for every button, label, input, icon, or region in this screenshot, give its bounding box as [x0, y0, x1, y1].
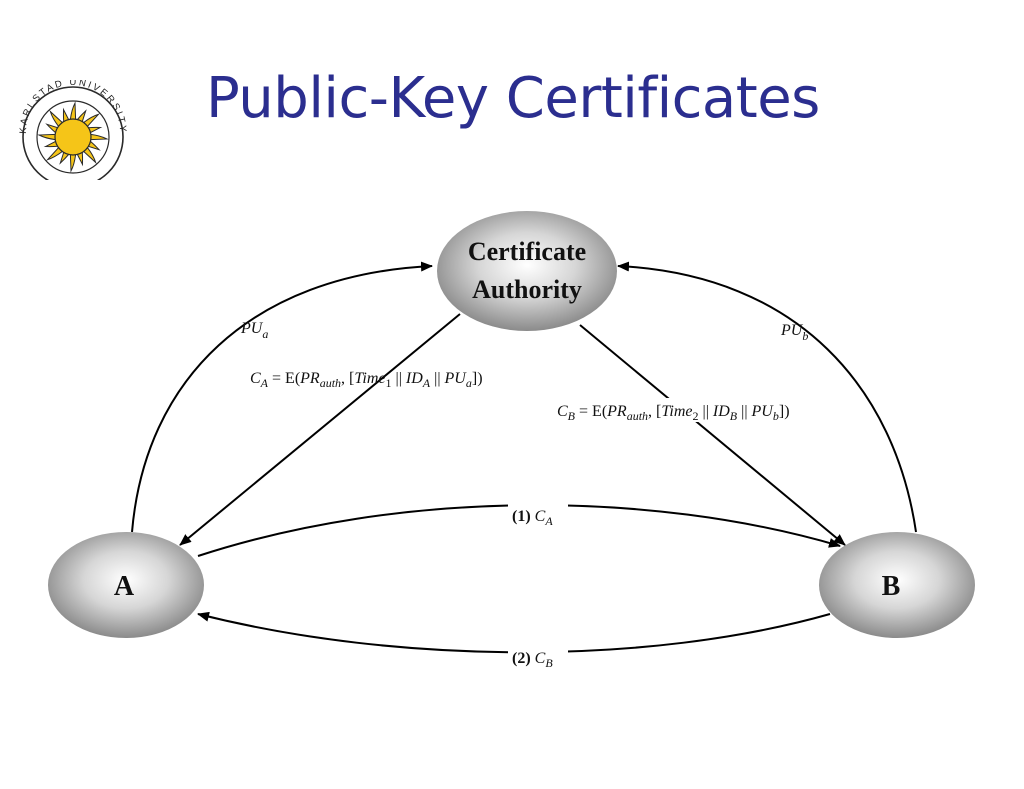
ca-label-line2: Authority [472, 275, 582, 304]
step2-label: (2) CB [512, 650, 553, 670]
sun-ray [37, 133, 56, 141]
sun-ray [59, 151, 70, 165]
arrow-ca-to-b-cert [579, 324, 846, 546]
sun-ray [76, 109, 87, 123]
node-b: B [819, 532, 975, 638]
arrow-ca-to-a-cert [179, 313, 461, 546]
pub-label: PUb [780, 322, 808, 343]
sun-icon [37, 101, 109, 173]
step1-label-bg [508, 503, 568, 527]
sun-ray [45, 123, 59, 134]
arrow-a-to-ca-pua [131, 261, 433, 533]
node-b-label: B [882, 571, 901, 602]
sun-ray [43, 140, 59, 148]
university-logo: KARLSTAD UNIVERSITY [18, 80, 126, 180]
sun-ray [82, 146, 97, 164]
arrow-b-to-ca-pub [617, 261, 917, 533]
cb-cert-label-bg [553, 398, 853, 422]
sun-ray [87, 140, 101, 151]
sun-ray [69, 154, 77, 173]
sun-ray [69, 101, 77, 120]
pua-label: PUa [240, 320, 268, 341]
ca-label-line1: Certificate [468, 237, 586, 266]
cb-cert-label: CB = E(PRauth, [Time2 || IDB || PUb]) [557, 403, 790, 423]
sun-disc [54, 118, 92, 156]
node-a: A [48, 532, 204, 638]
sun-ray [49, 110, 64, 128]
step2-label-bg [508, 645, 568, 669]
sun-ray [87, 126, 103, 134]
logo-ring [22, 86, 124, 180]
sun-ray [82, 113, 100, 128]
node-certificate-authority: Certificate Authority [437, 211, 617, 331]
slide-title: Public-Key Certificates [206, 66, 820, 131]
sun-ray [90, 133, 109, 141]
sun-ray [62, 107, 70, 123]
sun-ray [46, 146, 64, 161]
ca-cert-label: CA = E(PRauth, [Time1 || IDA || PUa]) [250, 370, 483, 390]
node-a-label: A [114, 571, 135, 602]
step1-label: (1) CA [512, 508, 553, 528]
sun-ray [76, 151, 84, 167]
